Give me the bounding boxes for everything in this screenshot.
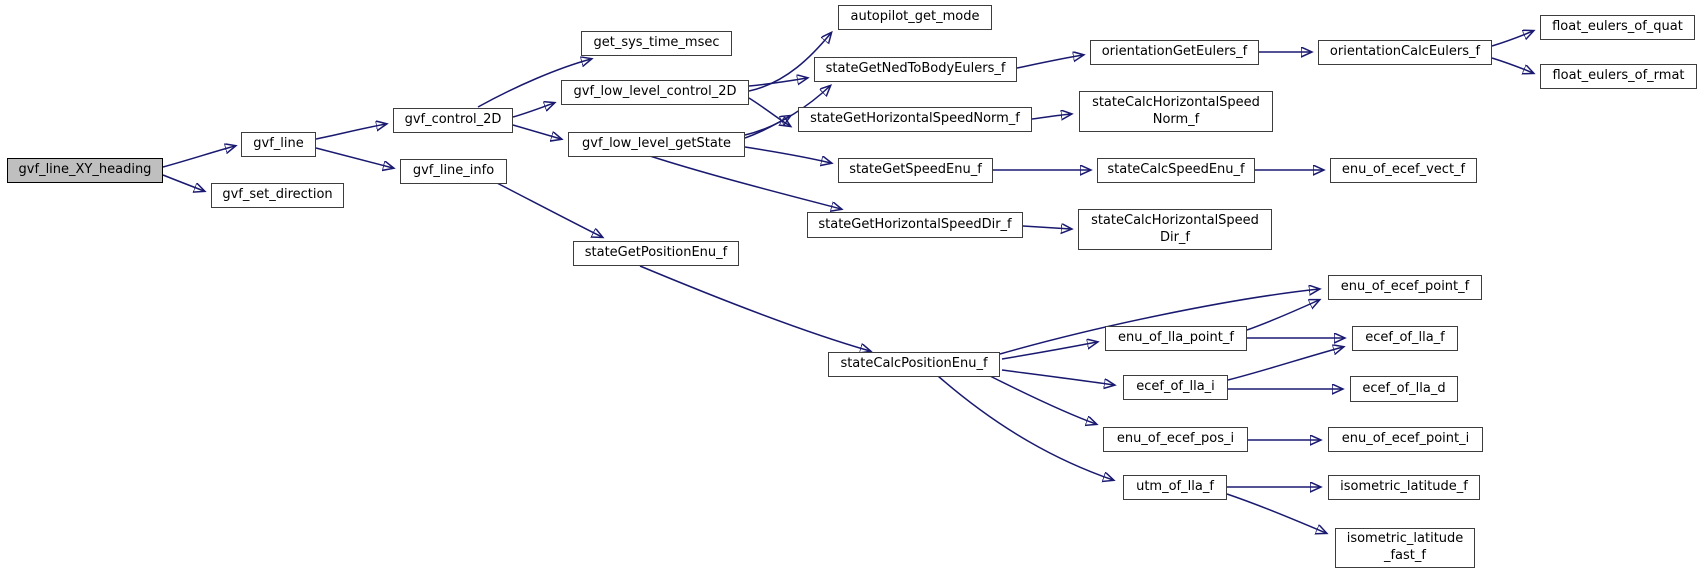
node-enu-of-ecef-pos-i[interactable]: enu_of_ecef_pos_i — [1103, 427, 1248, 452]
edge-orientationCalcEulers_f-float_eulers_of_rmat — [1491, 57, 1533, 73]
node-utm-of-lla-f[interactable]: utm_of_lla_f — [1123, 475, 1227, 500]
edge-gvf_low_level_getState-stateGetNedToBodyEulers_f — [744, 86, 830, 136]
edge-ecef_of_lla_i-ecef_of_lla_f — [1227, 347, 1343, 381]
node-ecef-of-lla-i[interactable]: ecef_of_lla_i — [1123, 375, 1228, 400]
node-ecef-of-lla-f[interactable]: ecef_of_lla_f — [1352, 326, 1458, 351]
node-enu-of-ecef-point-i[interactable]: enu_of_ecef_point_i — [1328, 427, 1483, 452]
node-isometric-latitude-fast-f[interactable]: isometric_latitude _fast_f — [1335, 528, 1475, 568]
edge-stateCalcPositionEnu_f-enu_of_ecef_point_f — [999, 289, 1319, 355]
node-statecalchorizontalspeednorm-f[interactable]: stateCalcHorizontalSpeed Norm_f — [1079, 91, 1273, 132]
edge-stateCalcPositionEnu_f-ecef_of_lla_i — [1001, 369, 1114, 385]
node-statecalcpositionenu-f[interactable]: stateCalcPositionEnu_f — [828, 352, 1000, 377]
node-gvf-line[interactable]: gvf_line — [241, 132, 316, 157]
node-enu-of-lla-point-f[interactable]: enu_of_lla_point_f — [1105, 326, 1247, 351]
edge-gvf_line-gvf_control_2D — [315, 124, 386, 140]
node-gvf-low-level-getstate[interactable]: gvf_low_level_getState — [568, 132, 745, 157]
node-float-eulers-of-rmat[interactable]: float_eulers_of_rmat — [1540, 64, 1697, 89]
edge-stateGetNedToBodyEulers_f-orientationGetEulers_f — [1016, 55, 1083, 69]
node-stategetpositionenu-f[interactable]: stateGetPositionEnu_f — [573, 241, 739, 266]
edge-gvf_line_XY_heading-gvf_set_direction — [162, 174, 204, 191]
node-stategethorizontalspeednorm-f[interactable]: stateGetHorizontalSpeedNorm_f — [798, 107, 1032, 132]
edge-gvf_line_info-stateGetPositionEnu_f — [496, 182, 602, 237]
node-ecef-of-lla-d[interactable]: ecef_of_lla_d — [1350, 376, 1458, 402]
edge-gvf_line-gvf_line_info — [315, 147, 393, 168]
edge-gvf_low_level_control_2D-stateGetNedToBodyEulers_f — [748, 78, 807, 87]
edge-gvf_low_level_control_2D-stateGetHorizontalSpeedNorm_f — [748, 97, 790, 126]
node-stategetspeedenu-f[interactable]: stateGetSpeedEnu_f — [838, 158, 993, 183]
edge-gvf_low_level_getState-stateGetHorizontalSpeedNorm_f — [744, 116, 790, 139]
edge-stateGetHorizontalSpeedNorm_f-stateCalcHorizontalSpeedNorm_f — [1031, 114, 1071, 119]
node-float-eulers-of-quat[interactable]: float_eulers_of_quat — [1540, 15, 1695, 40]
node-get-sys-time-msec[interactable]: get_sys_time_msec — [581, 31, 732, 56]
edge-gvf_control_2D-gvf_low_level_getState — [512, 124, 561, 139]
node-enu-of-ecef-point-f[interactable]: enu_of_ecef_point_f — [1328, 275, 1482, 300]
node-statecalcspeedenu-f[interactable]: stateCalcSpeedEnu_f — [1097, 158, 1255, 183]
edge-stateCalcPositionEnu_f-enu_of_lla_point_f — [1001, 342, 1097, 360]
node-stategethorizontalspeeddir-f[interactable]: stateGetHorizontalSpeedDir_f — [807, 212, 1023, 238]
node-statecalchorizontalspeeddir-f[interactable]: stateCalcHorizontalSpeed Dir_f — [1078, 209, 1272, 250]
edge-gvf_low_level_control_2D-autopilot_get_mode — [748, 33, 831, 92]
edge-gvf_line_XY_heading-gvf_line — [162, 146, 235, 168]
edge-gvf_control_2D-get_sys_time_msec — [477, 59, 591, 108]
node-gvf-low-level-control-2d[interactable]: gvf_low_level_control_2D — [561, 80, 749, 105]
node-gvf-line-info[interactable]: gvf_line_info — [400, 159, 507, 184]
node-gvf-control-2d[interactable]: gvf_control_2D — [393, 108, 513, 133]
edge-enu_of_lla_point_f-enu_of_ecef_point_f — [1246, 300, 1319, 331]
edge-stateCalcPositionEnu_f-enu_of_ecef_pos_i — [989, 375, 1096, 424]
node-gvf-set-direction[interactable]: gvf_set_direction — [211, 183, 344, 208]
node-gvf-line-xy-heading: gvf_line_XY_heading — [7, 158, 163, 183]
node-orientationcalceulers-f[interactable]: orientationCalcEulers_f — [1318, 40, 1492, 65]
node-enu-of-ecef-vect-f[interactable]: enu_of_ecef_vect_f — [1330, 158, 1477, 183]
node-isometric-latitude-f[interactable]: isometric_latitude_f — [1328, 475, 1480, 500]
edge-orientationCalcEulers_f-float_eulers_of_quat — [1491, 31, 1533, 47]
edge-utm_of_lla_f-isometric_latitude_fast_f — [1226, 493, 1326, 533]
edge-stateGetHorizontalSpeedDir_f-stateCalcHorizontalSpeedDir_f — [1022, 226, 1071, 229]
edge-gvf_control_2D-gvf_low_level_control_2D — [512, 103, 554, 118]
node-stategetnedtobodyeulers-f[interactable]: stateGetNedToBodyEulers_f — [814, 57, 1017, 82]
edge-stateGetPositionEnu_f-stateCalcPositionEnu_f — [639, 265, 870, 351]
edge-stateCalcPositionEnu_f-utm_of_lla_f — [937, 375, 1113, 480]
edge-gvf_low_level_getState-stateGetSpeedEnu_f — [744, 146, 831, 163]
node-autopilot-get-mode[interactable]: autopilot_get_mode — [838, 5, 992, 30]
node-orientationgeteulers-f[interactable]: orientationGetEulers_f — [1090, 40, 1259, 65]
edge-gvf_low_level_getState-stateGetHorizontalSpeedDir_f — [649, 155, 841, 209]
